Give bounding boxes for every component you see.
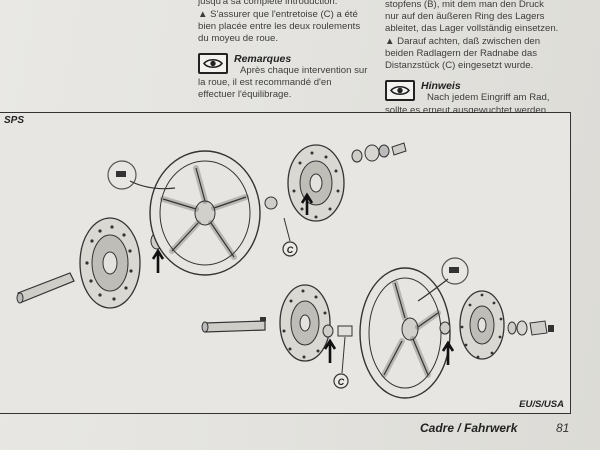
lower-bearing-right (439, 321, 451, 335)
french-line-1: jusqu'à sa complète introduction. (198, 0, 338, 7)
region-label: EU/S/USA (519, 399, 564, 410)
french-remarks-line-3: effectuer l'équilibrage. (198, 89, 292, 100)
upper-small-parts (351, 142, 407, 163)
upper-left-arrow-icon (151, 248, 165, 273)
upper-bearing (264, 196, 278, 210)
lower-right-arrow-icon (441, 340, 455, 365)
german-line-2: nur auf den äußeren Ring des Lagers (385, 11, 545, 22)
german-remarks-title: Hinweis (421, 80, 461, 92)
german-line-5: beiden Radlagern der Radnabe das (385, 48, 538, 59)
lower-callout-c-label: C (338, 377, 345, 387)
lower-left-arrow-icon (323, 338, 337, 363)
french-line-4: du moyeu de roue. (198, 33, 279, 44)
section-title: Cadre / Fahrwerk (420, 421, 518, 435)
eye-icon (385, 80, 415, 101)
lower-wheel (359, 267, 451, 399)
upper-axle (16, 272, 75, 304)
german-remarks-block: Hinweis Nach jedem Eingriff am Rad, (385, 80, 549, 105)
lower-valve (417, 257, 469, 302)
lower-small-parts (507, 320, 554, 336)
german-remarks-line-2: sollte es erneut ausgewuchtet werden. (385, 105, 549, 116)
upper-right-brake-disc (287, 144, 345, 222)
diagram-drawing: C (16, 142, 554, 399)
wheel-exploded-diagram: SPS EU/S/USA (0, 112, 571, 414)
lower-callout-c (333, 373, 349, 389)
french-remarks-line-1: Après chaque intervention sur (240, 65, 368, 76)
upper-callout-c-label: C (287, 245, 294, 255)
french-remarks-line-2: la roue, il est recommandé d'en (198, 77, 332, 88)
upper-right-arrow-icon (300, 192, 314, 215)
french-remarks-block: Remarques Après chaque intervention sur (198, 53, 367, 78)
upper-valve (107, 160, 176, 190)
lower-left-brake-disc (279, 284, 331, 362)
model-label: SPS (4, 115, 25, 126)
german-line-4: ▲ Darauf achten, daß zwischen den (385, 36, 541, 47)
french-remarks-title: Remarques (234, 53, 292, 65)
upper-callout-c (282, 241, 298, 257)
french-line-3: bien placée entre les deux roulements (198, 21, 361, 32)
german-line-1: stopfens (B), mit dem man den Druck (385, 0, 544, 10)
upper-left-brake-disc (79, 217, 141, 309)
german-line-6: Distanzstück (C) eingesetzt wurde. (385, 60, 534, 71)
german-remarks-line-1: Nach jedem Eingriff am Rad, (427, 92, 550, 103)
lower-right-brake-disc (459, 290, 505, 360)
upper-wheel (149, 150, 261, 276)
lower-bearing (322, 324, 334, 338)
eye-icon (198, 53, 228, 74)
page-number: 81 (556, 421, 570, 435)
german-line-3: ableitet, das Lager vollständig einsetze… (385, 23, 559, 34)
lower-spacer (337, 325, 353, 337)
french-line-2: ▲ S'assurer que l'entretoise (C) a été (198, 9, 358, 20)
lower-axle (201, 317, 266, 333)
